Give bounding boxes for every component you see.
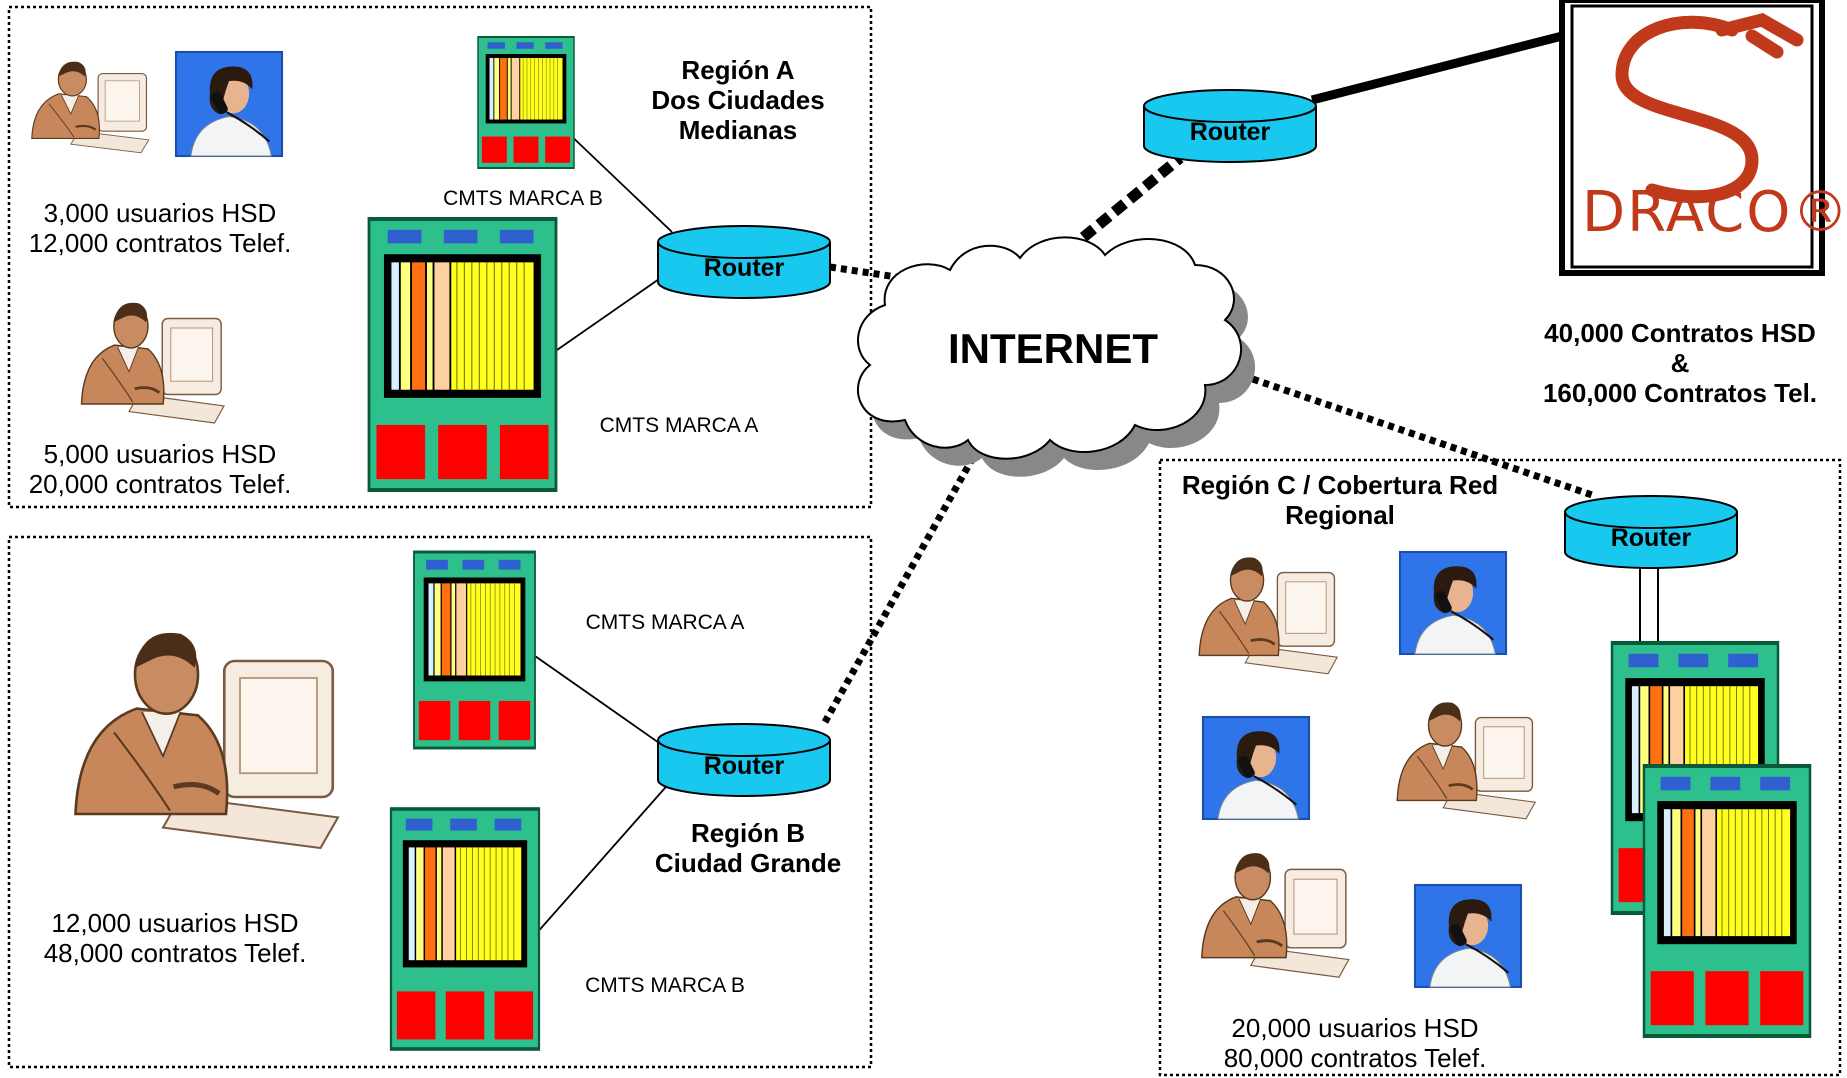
- region-a-users-bottom: 5,000 usuarios HSD 20,000 contratos Tele…: [14, 439, 306, 499]
- cmts-region-a-brand-b: [477, 36, 575, 169]
- users-line1: 12,000 usuarios HSD: [51, 908, 299, 938]
- users-line2: 20,000 contratos Telef.: [28, 469, 292, 499]
- link-cmts-a-router-b: [534, 655, 673, 753]
- region-c-users: 20,000 usuarios HSD 80,000 contratos Tel…: [1208, 1013, 1502, 1073]
- region-b-title: Región B Ciudad Grande: [628, 818, 868, 878]
- region-c-title-line2: Regional: [1285, 500, 1395, 530]
- link-router-draco-logo: [1310, 29, 1572, 105]
- link-router-b-internet: [821, 443, 984, 724]
- user-at-computer: [30, 60, 150, 154]
- link-cmts-a-router-a: [556, 269, 673, 351]
- link-internet-router-draco: [1064, 153, 1184, 255]
- user-at-computer: [1197, 555, 1339, 676]
- users-line2: 12,000 contratos Telef.: [28, 228, 292, 258]
- region-c-box: [1158, 458, 1842, 1077]
- draco-logo-text: DRACO®: [1582, 180, 1847, 245]
- summary-line2: &: [1670, 348, 1690, 378]
- cmts-brand-a-label: CMTS MARCA A: [585, 611, 745, 634]
- phone-user: [174, 50, 284, 158]
- router-region-c: Router: [1564, 495, 1738, 569]
- router-label: Router: [704, 254, 785, 282]
- users-line2: 80,000 contratos Telef.: [1223, 1043, 1487, 1073]
- summary-line3: 160,000 Contratos Tel.: [1542, 378, 1818, 408]
- cmts-region-a-brand-a: [369, 219, 556, 490]
- region-b-title-line1: Región B: [690, 818, 806, 848]
- cmts-brand-b-label: CMTS MARCA B: [585, 974, 745, 997]
- users-line1: 3,000 usuarios HSD: [43, 198, 277, 228]
- summary-line1: 40,000 Contratos HSD: [1544, 318, 1816, 348]
- draco-logo: [1559, 0, 1825, 276]
- region-b-title-line2: Ciudad Grande: [654, 848, 842, 878]
- user-at-computer: [80, 301, 226, 425]
- users-line2: 48,000 contratos Telef.: [43, 938, 307, 968]
- phone-user: [1398, 550, 1508, 656]
- region-a-title-line2: Dos Ciudades: [651, 85, 825, 115]
- router-label: Router: [704, 752, 785, 780]
- users-line1: 20,000 usuarios HSD: [1231, 1013, 1479, 1043]
- internet-label: INTERNET: [948, 325, 1158, 372]
- link-cmts-b-router-b: [534, 779, 673, 936]
- router-label: Router: [1611, 524, 1692, 552]
- region-a-title-line1: Región A: [681, 55, 795, 85]
- link-router-a-internet: [829, 263, 931, 286]
- region-a-title-line3: Medianas: [678, 115, 798, 145]
- region-b-users: 12,000 usuarios HSD 48,000 contratos Tel…: [28, 908, 322, 968]
- cmts-region-b-brand-a: [412, 550, 537, 750]
- router-region-b: Router: [657, 723, 831, 797]
- user-at-computer: [1395, 700, 1537, 821]
- router-region-a: Router: [657, 225, 831, 299]
- cmts-brand-a-label: CMTS MARCA A: [599, 414, 759, 437]
- region-a-box: [7, 5, 873, 509]
- user-at-computer: [1200, 851, 1351, 979]
- phone-user: [1413, 883, 1523, 989]
- region-c-title: Región C / Cobertura Red Regional: [1166, 470, 1514, 530]
- users-line1: 5,000 usuarios HSD: [43, 439, 277, 469]
- link-internet-router-c: [1230, 368, 1594, 499]
- user-at-computer: [76, 633, 339, 848]
- cmts-region-c-front: [1644, 766, 1810, 1036]
- region-a-users-top: 3,000 usuarios HSD 12,000 contratos Tele…: [14, 198, 306, 258]
- region-c-title-line1: Región C / Cobertura Red: [1181, 470, 1499, 500]
- cmts-brand-b-label: CMTS MARCA B: [443, 187, 603, 210]
- router-label: Router: [1190, 118, 1271, 146]
- router-draco: Router: [1143, 89, 1317, 163]
- cmts-region-b-brand-b: [389, 807, 541, 1051]
- region-a-title: Región A Dos Ciudades Medianas: [618, 55, 858, 145]
- link-cmts-b-router-a: [564, 129, 673, 233]
- draco-summary: 40,000 Contratos HSD & 160,000 Contratos…: [1520, 318, 1840, 408]
- phone-user: [1201, 715, 1311, 821]
- dragon-icon: [1615, 13, 1804, 204]
